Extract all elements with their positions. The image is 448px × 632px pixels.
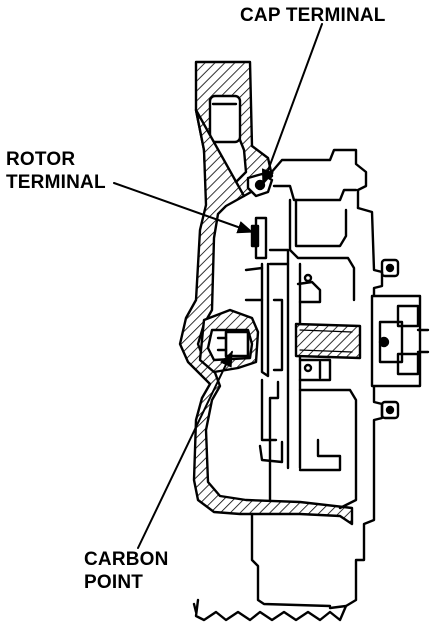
distributor-cap <box>178 60 354 526</box>
label-rotor-line-2: TERMINAL <box>6 172 106 193</box>
label-carbon-line-2: POINT <box>84 572 144 593</box>
housing-inner-wall <box>288 198 356 302</box>
label-carbon-point: CARBON POINT <box>84 548 169 594</box>
housing-top <box>268 148 368 210</box>
label-rotor-terminal: ROTOR TERMINAL <box>6 148 106 194</box>
mounting-clip-upper <box>380 258 400 278</box>
leader-rotor-terminal <box>113 182 254 234</box>
label-carbon-line-1: CARBON <box>84 549 169 570</box>
distributor-shaft <box>286 262 302 470</box>
housing-bottom <box>250 512 332 608</box>
housing-lower-chamber <box>298 388 358 510</box>
rotor <box>244 216 270 378</box>
distributor-housing <box>192 148 430 622</box>
rotor-body <box>260 262 270 378</box>
leader-cap-terminal <box>261 23 323 186</box>
mounting-clip-lower <box>380 400 400 420</box>
housing-right-edge <box>328 206 384 610</box>
output-shaft <box>294 322 362 360</box>
gear-rim <box>194 598 348 622</box>
housing-inner-wall-top <box>272 184 358 202</box>
connector-block <box>370 294 430 388</box>
rotor-arm <box>244 266 264 302</box>
cap-terminal-assembly <box>246 172 274 198</box>
cap-plug <box>208 94 242 144</box>
label-cap-terminal: CAP TERMINAL <box>240 5 386 26</box>
leader-carbon-point <box>137 350 233 549</box>
label-rotor-line-1: ROTOR <box>6 149 76 170</box>
carbon-point <box>224 330 250 358</box>
